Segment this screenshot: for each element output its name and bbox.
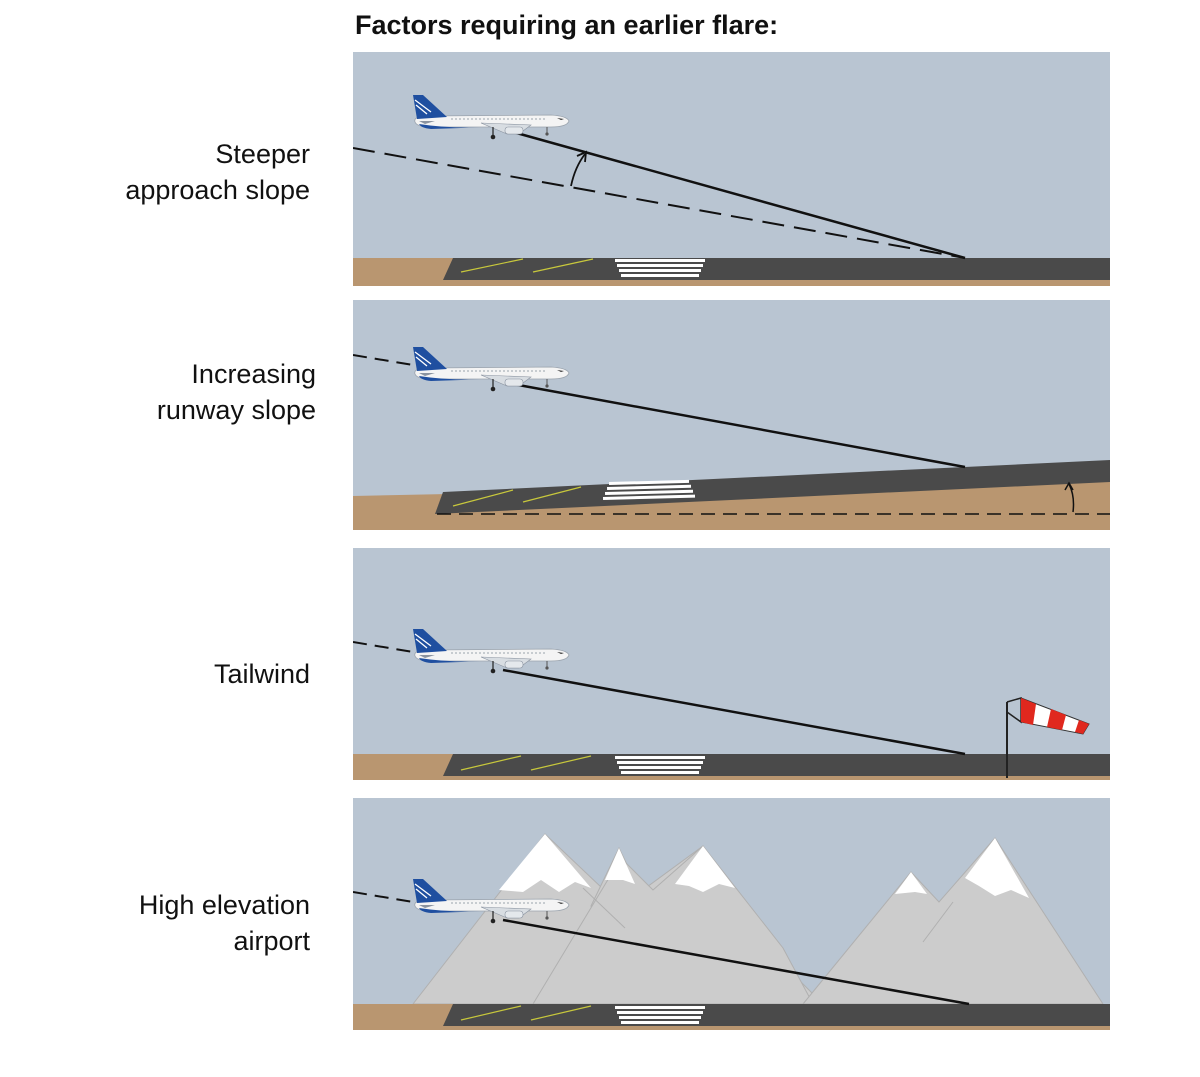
steeper-approach-path	[512, 130, 966, 260]
approach-path-extension	[353, 891, 414, 903]
panel-increasing-runway-slope	[353, 300, 1110, 530]
label-line: Tailwind	[213, 659, 310, 689]
arrow-head-icon	[1064, 481, 1074, 491]
label-steeper-approach-slope: Steeper approach slope	[125, 136, 310, 208]
runway-centerline	[532, 258, 594, 273]
runway	[443, 754, 1110, 776]
windsock-icon	[1006, 697, 1090, 778]
sloped-runway	[435, 460, 1110, 514]
runway-centerline	[530, 755, 592, 771]
approach-path	[502, 918, 970, 1006]
approach-path	[502, 668, 966, 756]
runway-centerline	[460, 258, 524, 273]
threshold-bar	[607, 484, 692, 490]
threshold-bar	[609, 479, 690, 485]
label-tailwind: Tailwind	[214, 656, 310, 692]
panel-tailwind	[353, 548, 1110, 780]
arrow-head-icon	[576, 150, 588, 163]
approach-path-extension	[353, 641, 414, 653]
runway	[443, 1004, 1110, 1026]
label-line: airport	[233, 926, 310, 956]
label-line: runway slope	[156, 395, 316, 425]
runway	[443, 258, 1110, 280]
approach-angle-arc	[570, 153, 586, 187]
label-line: High elevation	[138, 890, 310, 920]
label-line: Increasing	[191, 359, 316, 389]
label-line: approach slope	[125, 175, 310, 205]
threshold-bar	[605, 489, 694, 495]
runway-centerline	[460, 1005, 522, 1021]
label-high-elevation-airport: High elevation airport	[139, 887, 310, 959]
runway-centerline	[530, 1005, 592, 1021]
sky	[353, 548, 1110, 780]
panel-steeper-approach-slope	[353, 52, 1110, 286]
normal-approach-path	[353, 147, 966, 259]
sky	[353, 52, 1110, 286]
runway-centerline	[460, 755, 522, 771]
runway-centerline	[452, 489, 514, 507]
label-line: Steeper	[215, 139, 310, 169]
threshold-bar	[603, 494, 696, 500]
panel-high-elevation-airport	[353, 798, 1110, 1030]
label-increasing-runway-slope: Increasing runway slope	[157, 356, 316, 428]
approach-path	[512, 382, 966, 469]
mountains	[411, 833, 1104, 1005]
runway-centerline	[522, 486, 582, 503]
approach-path-extension	[353, 354, 414, 366]
diagram-title: Factors requiring an earlier flare:	[355, 10, 779, 40]
